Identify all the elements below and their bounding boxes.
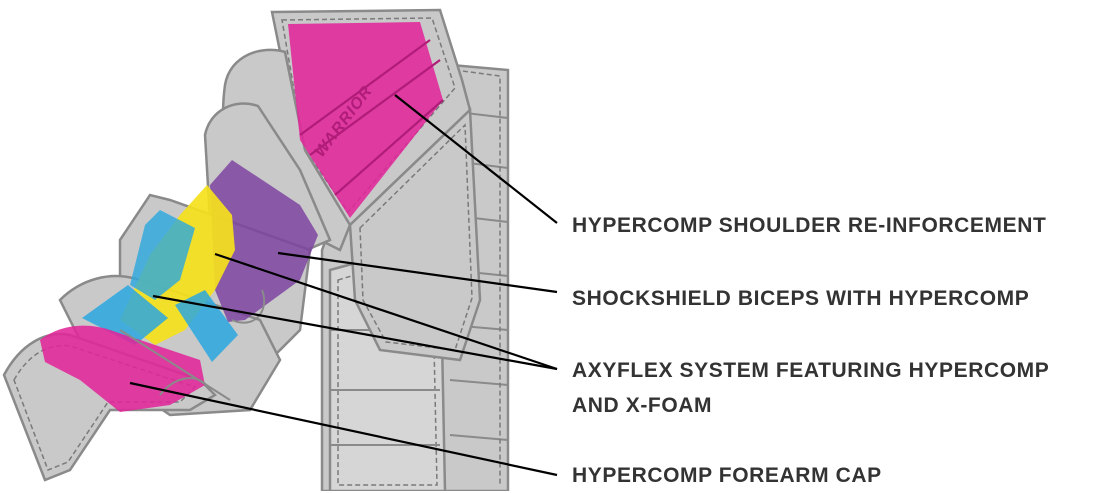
callout-hypercomp-shoulder: HYPERCOMP SHOULDER RE-INFORCEMENT — [572, 214, 1047, 237]
leader-forearm — [129, 381, 558, 477]
leader-axyflex-a — [214, 252, 558, 371]
hypercomp-shoulder-panel: WARRIOR — [288, 22, 444, 218]
leader-shoulder — [394, 94, 558, 224]
leader-lines — [129, 94, 558, 477]
leader-axyflex-b — [152, 294, 558, 371]
callout-axyflex-line-2: AND X-FOAM — [572, 394, 713, 417]
leader-biceps — [277, 251, 558, 294]
shockshield-biceps-panel — [210, 160, 318, 322]
xfoam-panels — [82, 210, 238, 362]
callout-hypercomp-forearm: HYPERCOMP FOREARM CAP — [572, 464, 882, 487]
callout-axyflex-line-1: AXYFLEX SYSTEM FEATURING HYPERCOMP — [572, 359, 1050, 382]
callout-shockshield-biceps: SHOCKSHIELD BICEPS WITH HYPERCOMP — [572, 287, 1030, 310]
